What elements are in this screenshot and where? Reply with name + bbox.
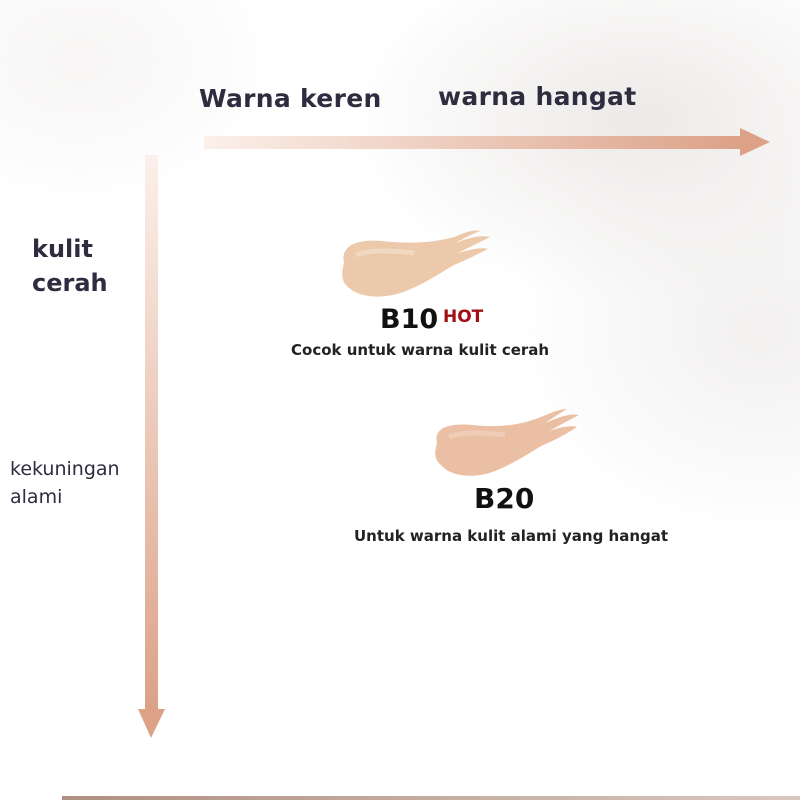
natural-yellow-label: kekuningan alami — [10, 458, 120, 508]
b20-shade-name: B20 — [474, 482, 535, 515]
fair-skin-label: kulit cerah — [32, 235, 108, 297]
warm-tone-label: warna hangat — [438, 82, 637, 111]
bottom-edge — [62, 796, 800, 800]
horizontal-axis-shaft — [204, 136, 744, 149]
vertical-axis-arrowhead — [138, 709, 165, 738]
cool-tone-label: Warna keren — [199, 84, 382, 113]
vertical-axis-shaft — [145, 155, 158, 715]
b10-swatch — [342, 230, 490, 297]
b20-description: Untuk warna kulit alami yang hangat — [354, 527, 669, 545]
horizontal-axis-arrowhead — [740, 128, 770, 156]
b10-shade-name: B10 — [380, 304, 439, 335]
b20-swatch — [435, 409, 579, 476]
b10-description: Cocok untuk warna kulit cerah — [291, 341, 550, 359]
hot-badge: HOT — [443, 307, 484, 327]
